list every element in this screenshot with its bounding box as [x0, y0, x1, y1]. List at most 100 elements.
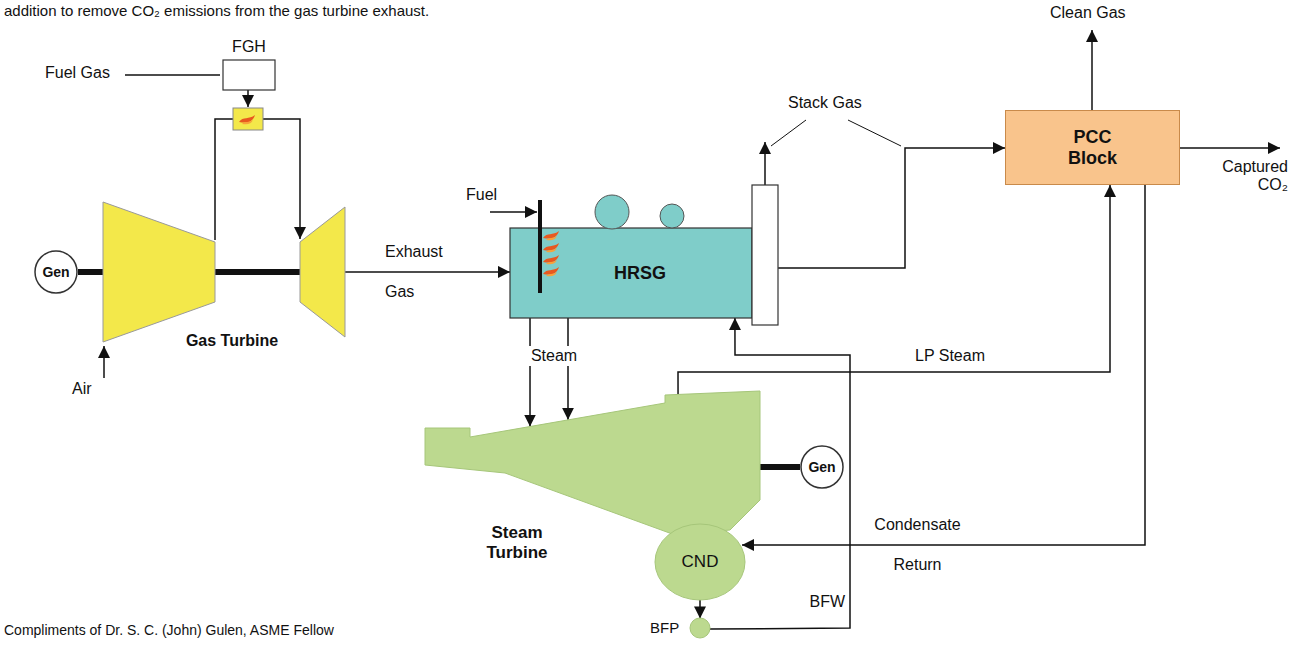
node-label: Steam Turbine	[472, 523, 562, 562]
stream-label: Air	[72, 380, 92, 398]
duct-burner	[538, 200, 542, 293]
steam-drum	[660, 204, 684, 228]
stream-label: Clean Gas	[1050, 4, 1126, 22]
generator-circle: Gen	[34, 250, 78, 294]
label-box: Compliments of Dr. S. C. (John) Gulen, A…	[4, 621, 424, 639]
pcc-block-box: PCC Block	[1005, 110, 1180, 185]
text-box: HRSG	[585, 260, 695, 286]
generator-outline	[801, 446, 843, 488]
burner-flame	[543, 255, 559, 263]
flow-connector	[345, 271, 510, 273]
gas-turbine: Gas Turbine	[98, 190, 350, 355]
burner-flame	[543, 267, 559, 275]
text-box: Gen	[800, 445, 844, 489]
shaft	[98, 269, 308, 275]
hrsg-casing	[510, 228, 752, 318]
label-box: Captured CO₂	[1200, 158, 1288, 195]
node-label: PCC Block	[1063, 127, 1123, 168]
edge-label-box: Steam	[524, 346, 584, 366]
burner-flame	[546, 236, 557, 240]
node-shape	[415, 385, 770, 625]
node-shape	[1005, 110, 1180, 185]
stream-label: Stack Gas	[788, 94, 862, 112]
air-inlet-arrow	[103, 346, 105, 378]
stack	[752, 185, 778, 325]
node-shape	[505, 180, 782, 325]
fuel-to-combustor-line	[263, 119, 300, 239]
fuel-supply-line	[215, 119, 233, 240]
edge-label-box: Exhaust Gas	[385, 232, 457, 312]
heater-flame	[242, 120, 253, 124]
stream-label: BFW	[809, 592, 845, 612]
flow-connector	[678, 185, 1110, 395]
node-label: Gen	[42, 264, 69, 280]
heater-outline	[223, 60, 275, 90]
stream-label: Fuel	[466, 186, 497, 204]
heater-flame	[239, 115, 255, 123]
flow-connector	[710, 318, 850, 629]
flow-connector	[699, 600, 701, 618]
fuel-gas-line	[125, 74, 220, 76]
text-box: Steam Turbine	[467, 517, 567, 569]
node-label: HRSG	[614, 263, 666, 284]
text-box: PCC Block	[1005, 110, 1180, 185]
label-box: Clean Gas	[1050, 4, 1140, 22]
steam-turbine: Steam TurbineCND	[415, 385, 770, 625]
text-box: Gas Turbine	[176, 330, 288, 352]
hrsg-box: HRSG	[505, 180, 782, 325]
burner-flame	[546, 260, 557, 264]
turbine-casing	[425, 391, 760, 535]
node-shape	[800, 445, 844, 489]
shaft-connector	[760, 464, 800, 470]
burner-flame	[546, 248, 557, 252]
node-label: Gas Turbine	[186, 332, 278, 350]
node-label: BFP	[650, 619, 679, 636]
shaft-connector	[78, 269, 98, 275]
flow-connector	[742, 185, 1145, 545]
burner-flame	[543, 231, 559, 239]
text-box: BFP	[650, 612, 688, 644]
text-box: Gen	[34, 250, 78, 294]
label-box: Air	[72, 380, 102, 398]
fuel-heater	[233, 108, 263, 130]
fuel-gas-heater-box: FGH	[220, 36, 278, 92]
node-shape	[655, 524, 745, 600]
turbine-shape	[300, 207, 345, 337]
stack-exhaust-arrow	[764, 142, 766, 185]
node-shape	[98, 190, 350, 355]
flow-connector	[778, 148, 1005, 268]
text-box: CND	[655, 524, 745, 600]
edge-label-box: BFW	[805, 592, 845, 612]
credit-note: Compliments of Dr. S. C. (John) Gulen, A…	[4, 622, 334, 638]
edge-label-box: Condensate Return	[870, 505, 965, 585]
steam-drum	[595, 195, 629, 229]
leader-line	[771, 120, 806, 146]
label-box: Fuel	[466, 186, 506, 204]
supplementary-fuel-arrow	[490, 211, 537, 213]
feed-pump: BFP	[650, 612, 715, 644]
stream-label: Steam	[528, 346, 580, 366]
stream-label: Fuel Gas	[45, 64, 110, 82]
label-box: Fuel Gas	[45, 64, 125, 82]
captured-co2-arrow	[1180, 147, 1280, 149]
node-label: CND	[682, 552, 719, 572]
flow-connector	[567, 318, 569, 420]
leader-line	[848, 120, 901, 146]
stream-label: Condensate Return	[870, 505, 965, 585]
edge-label-box: LP Steam	[905, 346, 995, 366]
pump-outline	[690, 618, 710, 638]
fgh-feed-arrow	[247, 90, 249, 107]
node-label: Gen	[808, 459, 835, 475]
generator-circle: Gen	[800, 445, 844, 489]
label-box: addition to remove CO₂ emissions from th…	[4, 2, 524, 20]
block-outline	[1006, 111, 1180, 185]
node-shape	[650, 612, 715, 644]
flow-connector	[529, 318, 531, 426]
stream-label: Exhaust Gas	[385, 232, 457, 312]
clean-gas-arrow	[1091, 30, 1093, 110]
node-label: FGH	[232, 38, 266, 56]
node-shape	[220, 36, 278, 92]
